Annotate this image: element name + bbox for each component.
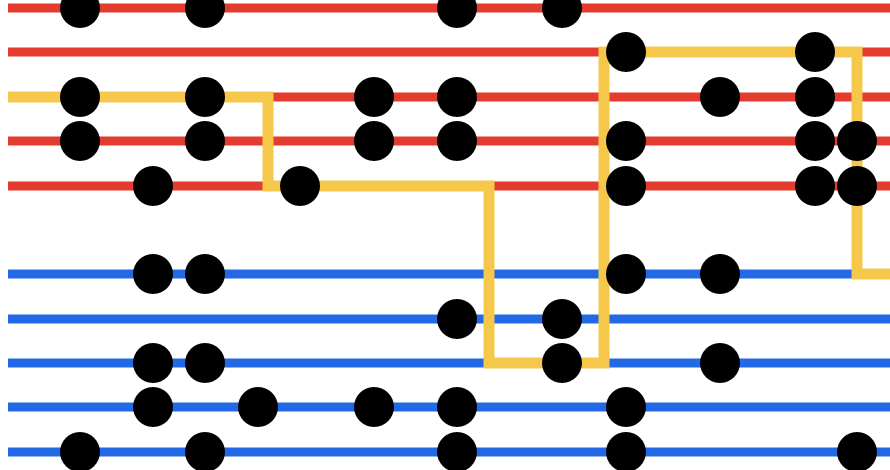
red-line-2-dot-5: [795, 77, 835, 117]
blue-line-0-dot-2: [606, 254, 646, 294]
blue-line-2-dot-2: [542, 343, 582, 383]
red-line-2-dot-1: [185, 77, 225, 117]
blue-line-2-dot-1: [185, 343, 225, 383]
red-line-3-dot-5: [795, 121, 835, 161]
blue-line-1-dot-1: [542, 299, 582, 339]
red-line-1-dot-1: [795, 32, 835, 72]
blue-line-3-dot-1: [238, 387, 278, 427]
blue-line-2-dot-0: [133, 343, 173, 383]
blue-line-0-dot-0: [133, 254, 173, 294]
red-line-3-dot-3: [437, 121, 477, 161]
red-line-4-dot-0: [133, 166, 173, 206]
red-line-3-dot-6: [837, 121, 877, 161]
blue-line-3-dot-2: [354, 387, 394, 427]
red-line-4-dot-1: [280, 166, 320, 206]
red-line-3-dot-2: [354, 121, 394, 161]
red-line-2-dot-0: [60, 77, 100, 117]
red-line-3-dot-4: [606, 121, 646, 161]
red-line-3-dot-0: [60, 121, 100, 161]
red-line-4-dot-4: [837, 166, 877, 206]
blue-line-3-dot-4: [606, 387, 646, 427]
blue-line-1-dot-0: [437, 299, 477, 339]
red-line-4-dot-2: [606, 166, 646, 206]
blue-line-3-dot-3: [437, 387, 477, 427]
red-line-2-dot-4: [700, 77, 740, 117]
red-line-2-dot-3: [437, 77, 477, 117]
red-line-2-dot-2: [354, 77, 394, 117]
red-line-3-dot-1: [185, 121, 225, 161]
red-line-4-dot-3: [795, 166, 835, 206]
blue-line-2-dot-3: [700, 343, 740, 383]
red-line-1-dot-0: [606, 32, 646, 72]
blue-line-0-dot-3: [700, 254, 740, 294]
blue-line-0-dot-1: [185, 254, 225, 294]
blue-line-3-dot-0: [133, 387, 173, 427]
